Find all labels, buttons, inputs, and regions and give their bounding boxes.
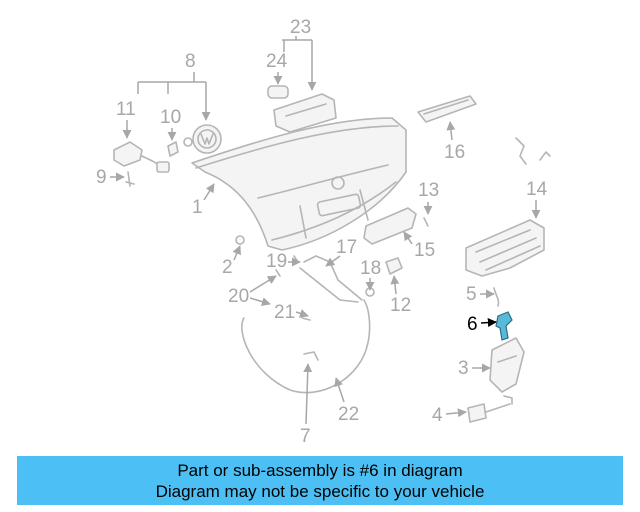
callout-14: 14 (526, 179, 548, 200)
info-banner: Part or sub-assembly is #6 in diagram Di… (17, 456, 623, 505)
callout-9: 9 (96, 167, 107, 188)
callout-12: 12 (390, 295, 411, 316)
callout-2: 2 (222, 257, 233, 278)
trunk-handle (267, 85, 337, 133)
callout-24: 24 (266, 51, 288, 72)
callout-23: 23 (290, 17, 311, 38)
callout-15: 15 (414, 240, 435, 261)
callout-20: 20 (228, 286, 249, 307)
callout-17: 17 (336, 237, 357, 258)
latch-assembly (467, 287, 525, 423)
trunk-light (363, 207, 429, 245)
callout-4: 4 (432, 405, 443, 426)
callout-16: 16 (444, 142, 465, 163)
license-trim (417, 95, 477, 123)
release-cable (241, 299, 371, 394)
callout-6: 6 (467, 314, 478, 335)
banner-part-message: Part or sub-assembly is #6 in diagram (177, 461, 463, 480)
callout-11: 11 (116, 99, 136, 120)
callout-18: 18 (360, 258, 381, 279)
part-6-highlighted (495, 311, 513, 341)
callout-21: 21 (274, 302, 295, 323)
callout-19: 19 (266, 251, 287, 272)
callout-3: 3 (458, 358, 469, 379)
callout-13: 13 (418, 180, 439, 201)
emblem (183, 124, 222, 154)
callout-10: 10 (160, 107, 181, 128)
callout-7: 7 (300, 426, 311, 447)
callouts: 1 2 3 4 5 6 7 8 9 10 11 12 13 14 15 16 (96, 17, 548, 447)
callout-1: 1 (192, 197, 203, 218)
callout-5: 5 (466, 284, 477, 305)
callout-22: 22 (338, 404, 359, 425)
banner-disclaimer: Diagram may not be specific to your vehi… (155, 482, 485, 501)
lock-cylinder (113, 141, 179, 187)
latch-cover (465, 137, 551, 277)
trunk-lid (191, 117, 407, 251)
callout-8: 8 (185, 51, 196, 72)
